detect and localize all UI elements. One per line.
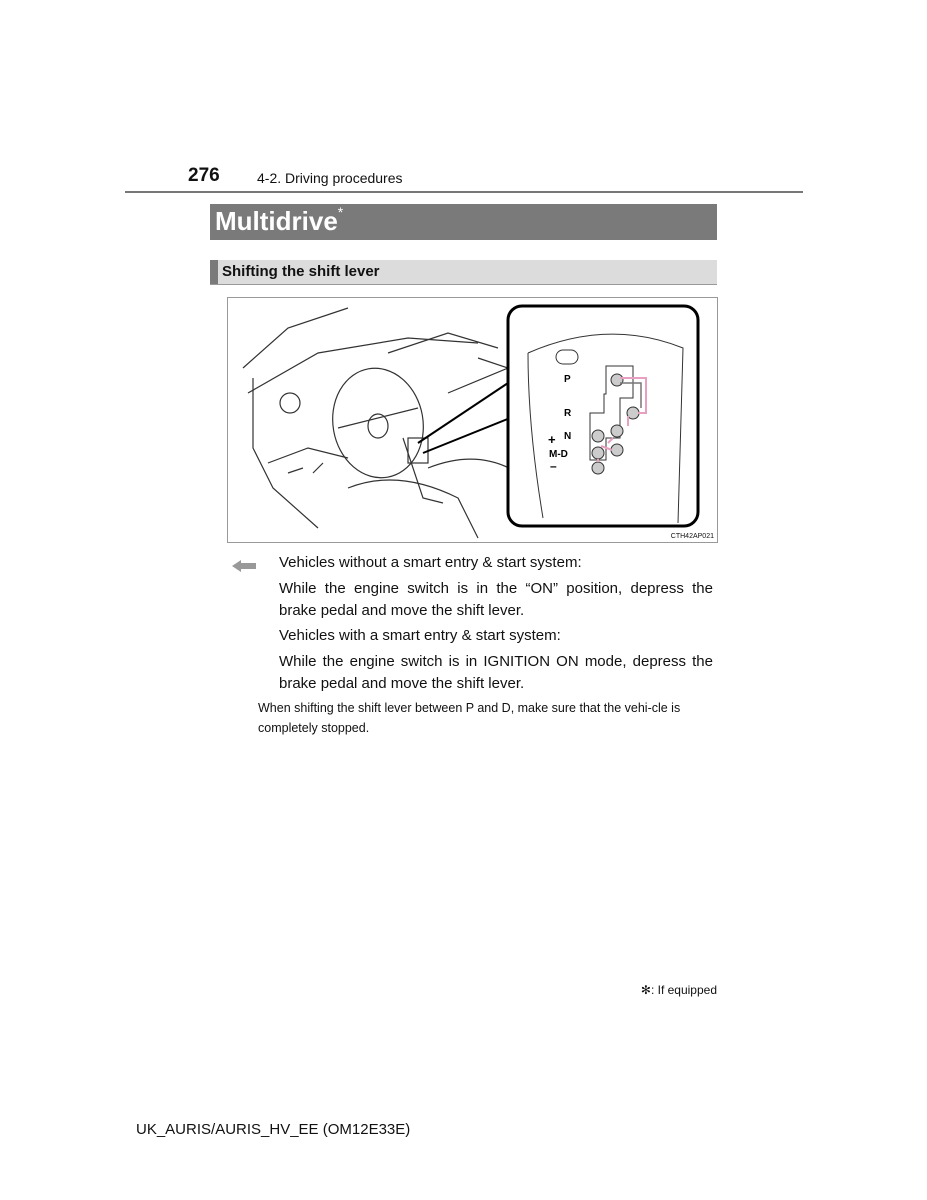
section-title: 4-2. Driving procedures [257, 170, 403, 186]
body-text-1: Vehicles without a smart entry & start s… [279, 554, 582, 571]
title-asterisk: * [337, 204, 344, 220]
body-text-3: Vehicles with a smart entry & start syst… [279, 627, 561, 644]
label-r: R [564, 408, 572, 419]
shift-lever-illustration: P R N M-D + – CTH42AP021 [227, 297, 718, 543]
page-title: Multidrive* [215, 204, 344, 237]
title-text: Multidrive [215, 206, 338, 236]
footnote: ✻: If equipped [640, 983, 717, 997]
arrow-left-icon [232, 560, 256, 572]
page-number: 276 [188, 165, 220, 186]
label-n: N [564, 431, 571, 442]
label-md: M-D [549, 449, 568, 460]
note-text: When shifting the shift lever between P … [258, 701, 681, 735]
body-text-4: While the engine switch is in IGNITION O… [279, 653, 713, 692]
header-divider [125, 191, 803, 193]
subheading-bar: Shifting the shift lever [210, 260, 717, 285]
label-plus: + [548, 432, 556, 447]
figure-code: CTH42AP021 [670, 533, 714, 540]
label-minus: – [550, 459, 557, 473]
subheading: Shifting the shift lever [222, 263, 380, 280]
car-interior-drawing: P R N M-D + – [242, 304, 700, 539]
body-text-2: While the engine switch is in the “ON” p… [279, 580, 713, 619]
label-p: P [564, 374, 571, 385]
title-bar: Multidrive* [210, 204, 717, 240]
footer-code: UK_AURIS/AURIS_HV_EE (OM12E33E) [136, 1121, 411, 1138]
